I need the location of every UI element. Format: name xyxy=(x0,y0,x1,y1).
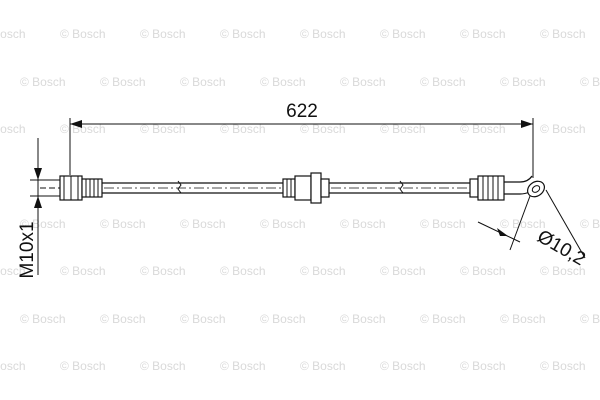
watermark-text: © Bosch xyxy=(0,122,26,136)
watermark-text: © Bosch xyxy=(100,75,146,89)
watermark-text: © Bosch xyxy=(260,312,306,326)
watermark-text: © Bosch xyxy=(300,122,346,136)
length-arrow-right xyxy=(521,120,533,128)
watermark-text: © Bosch xyxy=(0,264,26,278)
watermark-text: © Bosch xyxy=(380,27,426,41)
left-crimp-sleeve xyxy=(81,178,103,198)
watermark-text: © Bosch xyxy=(220,27,266,41)
watermark-text: © Bosch xyxy=(220,264,266,278)
watermark-text: © Bosch xyxy=(460,27,506,41)
watermark-text: © Bosch xyxy=(420,75,466,89)
watermark-text: © Bosch xyxy=(420,312,466,326)
watermark-text: © Bosch xyxy=(580,312,600,326)
watermark-text: © Bosch xyxy=(180,75,226,89)
watermark-text: © Bosch xyxy=(140,359,186,373)
watermark-text: © Bosch xyxy=(380,122,426,136)
diameter-extension-2 xyxy=(545,189,586,259)
watermark-text: © Bosch xyxy=(340,312,386,326)
brake-hose xyxy=(40,172,545,204)
length-label: 622 xyxy=(286,101,318,122)
diameter-extension-1 xyxy=(509,195,531,251)
watermark-text: © Bosch xyxy=(180,217,226,231)
watermark-text: © Bosch xyxy=(0,359,26,373)
watermark-text: © Bosch xyxy=(100,312,146,326)
bracket-flange xyxy=(310,172,322,204)
watermark-text: © Bosch xyxy=(540,359,586,373)
watermark-text: © Bosch xyxy=(20,75,66,89)
length-arrow-left xyxy=(70,120,82,128)
watermark-text: © Bosch xyxy=(140,122,186,136)
watermark-text: © Bosch xyxy=(340,75,386,89)
right-fitting xyxy=(469,175,545,201)
watermark-text: © Bosch xyxy=(460,264,506,278)
watermark-text: © Bosch xyxy=(0,27,26,41)
watermark-text: © Bosch xyxy=(260,75,306,89)
length-dimension: 622 xyxy=(69,101,534,178)
watermark-text: © Bosch xyxy=(60,264,106,278)
thread-label: M10x1 xyxy=(17,221,38,278)
watermark-text: © Bosch xyxy=(380,264,426,278)
watermark-text: © Bosch xyxy=(300,27,346,41)
right-crimp-sleeve xyxy=(477,175,505,201)
watermark-text: © Bosch xyxy=(100,217,146,231)
watermark-text: © Bosch xyxy=(540,27,586,41)
watermark-text: © Bosch xyxy=(500,312,546,326)
watermark-text: © Bosch xyxy=(300,359,346,373)
watermark-text: © Bosch xyxy=(580,75,600,89)
watermark-text: © Bosch xyxy=(380,359,426,373)
watermark-text: © Bosch xyxy=(140,27,186,41)
watermark-text: © Bosch xyxy=(500,217,546,231)
watermark-text: © Bosch xyxy=(20,312,66,326)
watermark-text: © Bosch xyxy=(220,359,266,373)
thread-arrow-bottom xyxy=(34,196,42,208)
watermark-text: © Bosch xyxy=(20,217,66,231)
hose-segment-left xyxy=(102,180,283,194)
watermark-text: © Bosch xyxy=(420,217,466,231)
watermark-text: © Bosch xyxy=(460,359,506,373)
watermark-text: © Bosch xyxy=(540,264,586,278)
watermark-text: © Bosch xyxy=(140,264,186,278)
watermark-text: © Bosch xyxy=(300,264,346,278)
left-fitting xyxy=(40,175,103,201)
diameter-arrow xyxy=(497,228,508,236)
watermark-text: © Bosch xyxy=(60,359,106,373)
watermark-text: © Bosch xyxy=(260,217,306,231)
watermark-text: © Bosch xyxy=(220,122,266,136)
watermark-text: © Bosch xyxy=(540,122,586,136)
watermark-text: © Bosch xyxy=(500,75,546,89)
watermark-text: © Bosch xyxy=(180,312,226,326)
thread-arrow-top xyxy=(34,168,42,180)
watermark-text: © Bosch xyxy=(340,217,386,231)
watermark-layer: © Bosch © Bosch © Bosch © Bosch © Bosch © Bos… xyxy=(0,27,600,373)
watermark-text: © Bosch xyxy=(60,27,106,41)
hose-segment-right xyxy=(329,180,470,194)
thread-dimension: M10x1 xyxy=(17,138,70,279)
middle-bracket xyxy=(282,172,330,204)
watermark-text: © Bosch xyxy=(60,122,106,136)
watermark-text: © Bosch xyxy=(460,122,506,136)
watermark-text: © Bosch xyxy=(580,217,600,231)
